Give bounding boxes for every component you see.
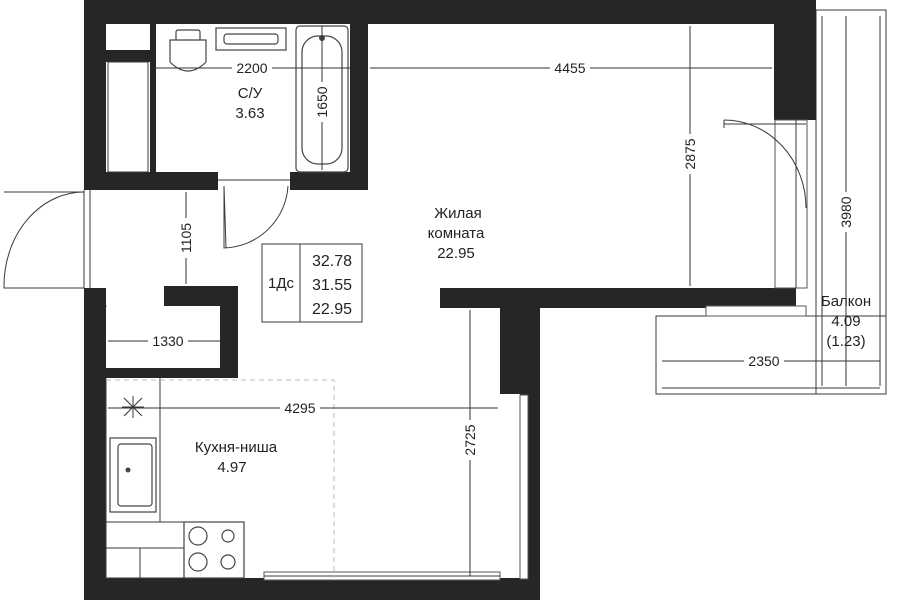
windows — [263, 119, 808, 581]
dim-bath-height: 1650 — [314, 86, 330, 117]
kitchen-area: 4.97 — [217, 459, 246, 476]
cooktop — [183, 521, 245, 579]
balcony-name: Балкон — [821, 293, 871, 310]
kitchen-sink — [109, 437, 157, 513]
living-total-area: 31.55 — [312, 277, 352, 294]
balcony-area: 4.09 — [831, 313, 860, 330]
kitchen-name: Кухня-ниша — [195, 439, 278, 456]
bathroom-sink — [215, 27, 287, 51]
bathroom-area: 3.63 — [235, 105, 264, 122]
living-room-name-line1: Жилая — [434, 205, 481, 222]
dimension-labels: 2200 4455 1650 2875 3980 1105 1330 4295 … — [148, 60, 854, 460]
balcony-area-reduced: (1.23) — [826, 333, 865, 350]
kitchen-niche-boundary — [106, 379, 335, 578]
apartment-type: 1Дс — [268, 275, 295, 292]
toilet — [169, 29, 207, 72]
dim-balcony-height: 3980 — [838, 196, 854, 227]
ventilation-shaft — [107, 61, 149, 173]
dim-kitchen-width: 4295 — [284, 400, 315, 416]
dim-hall-width: 1330 — [152, 333, 183, 349]
doors — [3, 119, 807, 289]
gas-riser-icon — [122, 396, 144, 418]
total-area: 32.78 — [312, 253, 352, 270]
living-room-name-line2: комната — [428, 225, 485, 242]
walls — [84, 0, 816, 600]
dim-balcony-width: 2350 — [748, 353, 779, 369]
apartment-summary: 1Дс 32.78 31.55 22.95 — [261, 243, 363, 323]
dim-living-width: 4455 — [554, 60, 585, 76]
cabinet — [105, 547, 185, 579]
living-area: 22.95 — [312, 301, 352, 318]
room-labels: С/У 3.63 Жилая комната 22.95 Кухня-ниша … — [195, 85, 871, 476]
living-room-area: 22.95 — [437, 245, 475, 262]
dim-kitchen-height: 2725 — [462, 424, 478, 455]
dim-living-height: 2875 — [682, 138, 698, 169]
dim-bath-width: 2200 — [236, 60, 267, 76]
bathroom-name: С/У — [238, 85, 263, 102]
dim-hall-depth: 1105 — [178, 223, 194, 253]
